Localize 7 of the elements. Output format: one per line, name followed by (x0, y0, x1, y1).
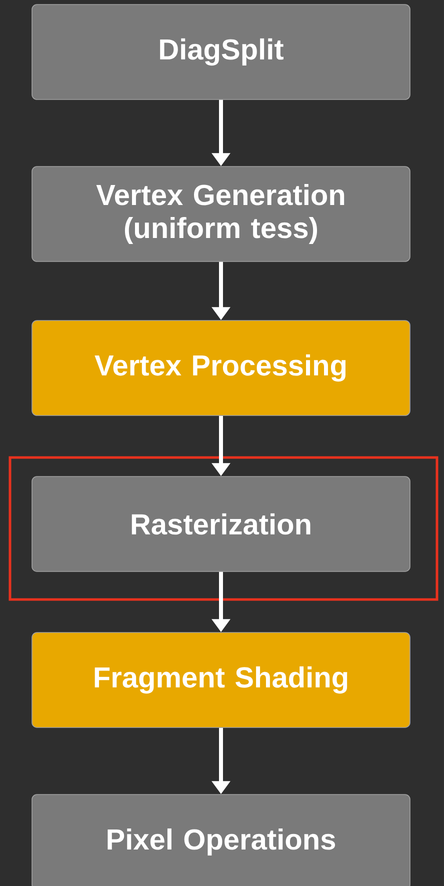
stage-box: DiagSplit (32, 4, 410, 100)
stage-box: Vertex Generation (uniform tess) (32, 166, 410, 262)
stage-box: Pixel Operations (32, 794, 410, 886)
stage-box: Fragment Shading (32, 632, 410, 728)
stage-box: Rasterization (32, 476, 410, 572)
stage-box: Vertex Processing (32, 320, 410, 416)
highlight-frame (8, 456, 438, 601)
